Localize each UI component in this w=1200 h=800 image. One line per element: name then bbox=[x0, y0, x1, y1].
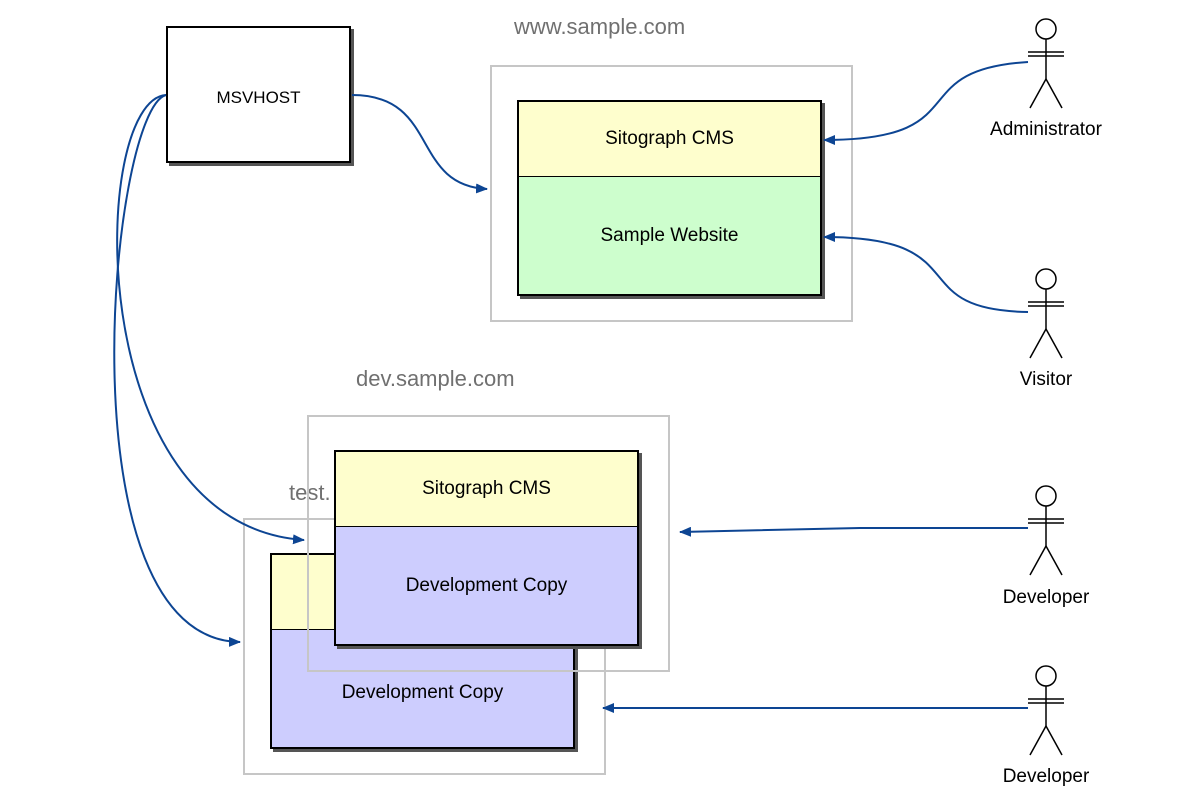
actor-label-developer-dev: Developer bbox=[1002, 587, 1090, 608]
www-site-section: Sample Website bbox=[519, 177, 820, 294]
actor-developer-dev bbox=[1010, 481, 1082, 581]
dev-site-section: Development Copy bbox=[336, 527, 637, 644]
actor-label-developer-test: Developer bbox=[1002, 766, 1090, 787]
arrow-developer-to-dev bbox=[679, 526, 1028, 537]
www-cms-label: Sitograph CMS bbox=[605, 128, 734, 149]
test-site-section: Development Copy bbox=[272, 630, 573, 747]
arrow-msvhost-to-www bbox=[351, 94, 488, 194]
actor-administrator bbox=[1010, 14, 1082, 114]
www-site-label: Sample Website bbox=[600, 224, 739, 246]
actor-label-visitor: Visitor bbox=[1019, 369, 1073, 390]
zone-label-test: test. bbox=[289, 480, 331, 505]
arrow-visitor-to-website bbox=[823, 232, 1029, 313]
msvhost-label: MSVHOST bbox=[216, 88, 301, 107]
test-site-label: Development Copy bbox=[341, 681, 504, 703]
actor-developer-test bbox=[1010, 661, 1082, 761]
zone-dev bbox=[307, 415, 670, 672]
arrow-msvhost-to-test bbox=[113, 94, 241, 647]
stick-figure-icon bbox=[1028, 665, 1064, 756]
dev-site-label: Development Copy bbox=[405, 574, 568, 596]
zone-label-www: www.sample.com bbox=[514, 14, 686, 39]
dev-cms-section: Sitograph CMS bbox=[336, 452, 637, 527]
www-server-box: Sitograph CMS Sample Website bbox=[517, 100, 822, 296]
arrow-msvhost-to-dev bbox=[116, 94, 305, 545]
actor-label-administrator: Administrator bbox=[990, 119, 1102, 140]
stick-figure-icon bbox=[1028, 268, 1064, 359]
actor-visitor bbox=[1010, 264, 1082, 364]
arrow-administrator-to-cms bbox=[823, 61, 1029, 145]
stick-figure-icon bbox=[1028, 485, 1064, 576]
msvhost-box: MSVHOST bbox=[166, 26, 351, 163]
www-cms-section: Sitograph CMS bbox=[519, 102, 820, 177]
stick-figure-icon bbox=[1028, 18, 1064, 109]
dev-server-box: Sitograph CMS Development Copy bbox=[334, 450, 639, 646]
zone-label-dev: dev.sample.com bbox=[356, 366, 515, 391]
dev-cms-label: Sitograph CMS bbox=[422, 478, 551, 499]
